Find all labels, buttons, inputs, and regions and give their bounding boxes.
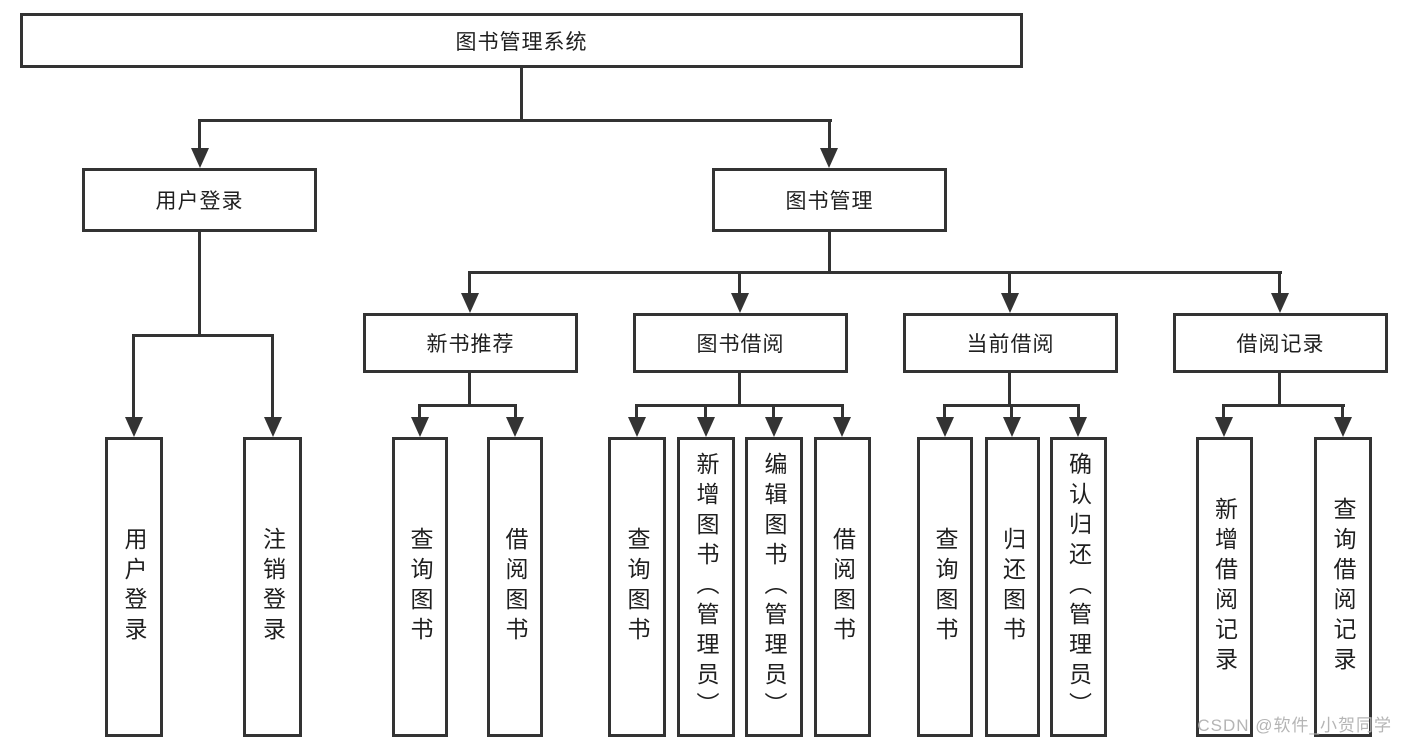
node-label: 图书借阅 [696, 333, 785, 356]
leaf-label: 查询图书 [624, 527, 650, 647]
connector-line [1077, 404, 1080, 419]
connector-line [418, 404, 517, 407]
arrow-down-icon [936, 417, 954, 437]
leaf-records-add-borrow-record: 新增借阅记录 [1196, 437, 1253, 737]
node-borrow-records: 借阅记录 [1173, 313, 1388, 373]
arrow-down-icon [461, 293, 479, 313]
arrow-down-icon [506, 417, 524, 437]
leaf-label: 借阅图书 [502, 527, 528, 647]
connector-line [198, 232, 201, 337]
connector-line [520, 68, 523, 122]
leaf-label: 新增借阅记录 [1211, 497, 1238, 677]
leaf-newbook-query-books: 查询图书 [392, 437, 448, 737]
connector-line [738, 271, 741, 295]
node-book-management: 图书管理 [712, 168, 947, 232]
connector-line [198, 119, 832, 122]
node-label: 图书管理系统 [455, 30, 588, 54]
connector-line [468, 271, 471, 295]
arrow-down-icon [411, 417, 429, 437]
connector-line [738, 373, 741, 407]
connector-line [1222, 404, 1225, 419]
leaf-bookborrow-edit-books-admin: 编辑图书（管理员） [745, 437, 803, 737]
leaf-bookborrow-add-books-admin: 新增图书（管理员） [677, 437, 735, 737]
connector-line [1222, 404, 1345, 407]
leaf-current-confirm-return-admin: 确认归还（管理员） [1050, 437, 1107, 737]
leaf-label: 新增图书（管理员） [693, 452, 719, 722]
csdn-watermark: CSDN @软件_小贺同学 [1197, 716, 1392, 735]
arrow-down-icon [264, 417, 282, 437]
connector-line [418, 404, 421, 419]
arrow-down-icon [820, 148, 838, 168]
leaf-newbook-borrow-books: 借阅图书 [487, 437, 543, 737]
arrow-down-icon [1271, 293, 1289, 313]
connector-line [468, 373, 471, 407]
node-book-borrow: 图书借阅 [633, 313, 848, 373]
arrow-down-icon [1003, 417, 1021, 437]
connector-line [635, 404, 844, 407]
connector-line [198, 119, 201, 152]
connector-line [704, 404, 707, 419]
leaf-label: 借阅图书 [829, 527, 856, 647]
node-label: 用户登录 [155, 190, 244, 213]
arrow-down-icon [1215, 417, 1233, 437]
arrow-down-icon [191, 148, 209, 168]
connector-line [271, 334, 274, 419]
node-new-book-recommend: 新书推荐 [363, 313, 578, 373]
connector-line [772, 404, 775, 419]
leaf-label: 编辑图书（管理员） [761, 452, 787, 722]
node-current-borrow: 当前借阅 [903, 313, 1118, 373]
connector-line [828, 232, 831, 274]
connector-line [468, 271, 1282, 274]
arrow-down-icon [1069, 417, 1087, 437]
connector-line [828, 119, 831, 152]
leaf-label: 确认归还（管理员） [1065, 452, 1092, 722]
connector-line [841, 404, 844, 419]
node-library-system: 图书管理系统 [20, 13, 1023, 68]
arrow-down-icon [1334, 417, 1352, 437]
leaf-user-login: 用户登录 [105, 437, 163, 737]
arrow-down-icon [1001, 293, 1019, 313]
leaf-label: 查询图书 [932, 527, 958, 647]
leaf-label: 归还图书 [999, 527, 1026, 647]
leaf-label: 查询借阅记录 [1330, 497, 1356, 677]
leaf-logout: 注销登录 [243, 437, 302, 737]
connector-line [1278, 271, 1281, 295]
node-label: 当前借阅 [966, 333, 1055, 356]
arrow-down-icon [731, 293, 749, 313]
node-label: 新书推荐 [426, 333, 515, 356]
connector-line [943, 404, 946, 419]
arrow-down-icon [628, 417, 646, 437]
node-label: 借阅记录 [1236, 333, 1325, 356]
leaf-records-query-borrow-record: 查询借阅记录 [1314, 437, 1372, 737]
connector-line [1008, 373, 1011, 407]
arrow-down-icon [833, 417, 851, 437]
connector-line [1278, 373, 1281, 407]
leaf-current-query-books: 查询图书 [917, 437, 973, 737]
leaf-label: 查询图书 [407, 527, 433, 647]
leaf-label: 注销登录 [259, 527, 286, 647]
connector-line [1341, 404, 1344, 419]
arrow-down-icon [125, 417, 143, 437]
node-label: 图书管理 [785, 190, 874, 213]
connector-line [132, 334, 274, 337]
connector-line [1008, 271, 1011, 295]
leaf-bookborrow-borrow-books: 借阅图书 [814, 437, 871, 737]
node-user-login: 用户登录 [82, 168, 317, 232]
leaf-current-return-books: 归还图书 [985, 437, 1040, 737]
arrow-down-icon [697, 417, 715, 437]
connector-line [1010, 404, 1013, 419]
connector-line [132, 334, 135, 419]
leaf-label: 用户登录 [121, 527, 147, 647]
connector-line [514, 404, 517, 419]
arrow-down-icon [765, 417, 783, 437]
connector-line [635, 404, 638, 419]
leaf-bookborrow-query-books: 查询图书 [608, 437, 666, 737]
